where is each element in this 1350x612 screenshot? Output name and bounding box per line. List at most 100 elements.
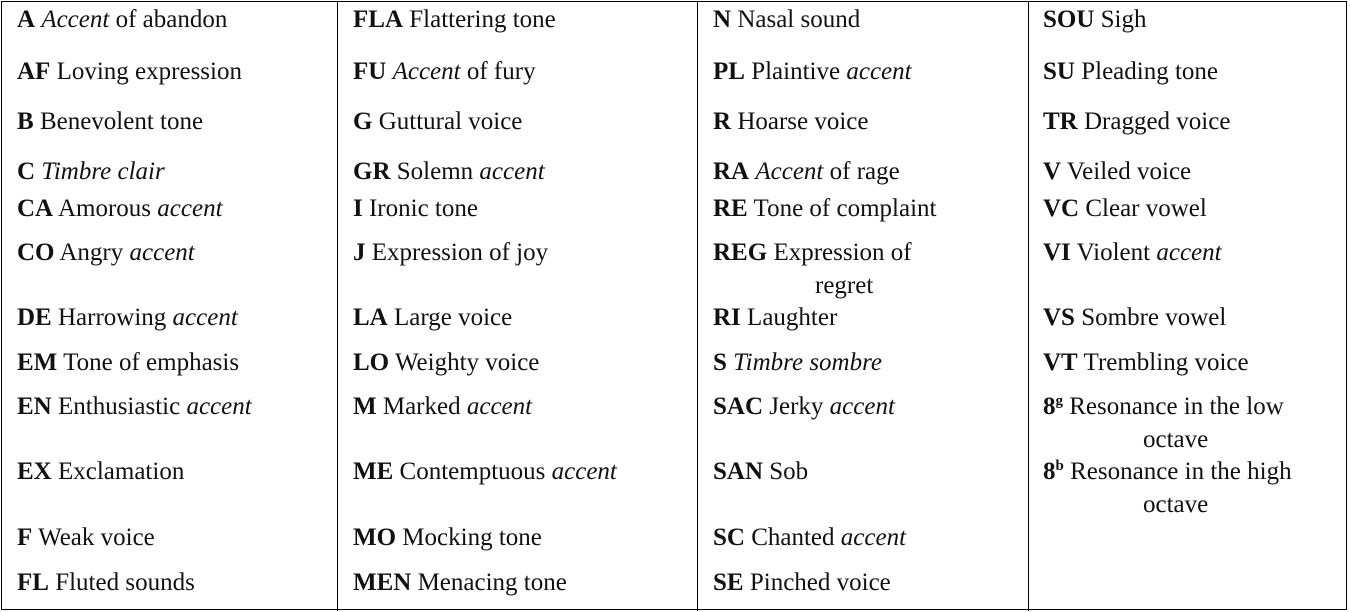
entry-line: MEN Menacing tone <box>353 569 567 596</box>
abbreviation-code: EM <box>17 349 58 376</box>
entry: LO Weighty voice <box>353 346 539 379</box>
entry: VC Clear vowel <box>1043 192 1207 225</box>
entry: SU Pleading tone <box>1043 55 1218 88</box>
description-text: Jerky <box>769 393 830 420</box>
abbreviation-code: MO <box>353 524 397 551</box>
entry-line: N Nasal sound <box>713 6 860 33</box>
entry-line: EX Exclamation <box>17 458 184 485</box>
entry-line: CO Angry accent <box>17 239 195 266</box>
description-continuation: octave <box>1143 426 1209 453</box>
entry-line: F Weak voice <box>17 524 155 551</box>
description-text: Mocking tone <box>402 524 542 551</box>
description-text: of rage <box>823 158 900 185</box>
abbreviation-code: EN <box>17 393 52 420</box>
italic-term: accent <box>551 458 617 485</box>
entry: B Benevolent tone <box>17 105 203 138</box>
abbreviation-code: VS <box>1043 304 1075 331</box>
abbreviation-code: S <box>713 349 727 376</box>
abbreviation-code: VC <box>1043 195 1080 222</box>
italic-term: accent <box>157 195 223 222</box>
entry-line: G Guttural voice <box>353 108 522 135</box>
entry-line: LA Large voice <box>353 304 512 331</box>
description-text: Tone of complaint <box>753 195 937 222</box>
italic-term: accent <box>846 58 912 85</box>
entry: VT Trembling voice <box>1043 346 1249 379</box>
entry: SOU Sigh <box>1043 3 1147 36</box>
description-continuation: regret <box>815 272 874 299</box>
entry-line: R Hoarse voice <box>713 108 869 135</box>
entry-line: 8b Resonance in the high <box>1043 458 1292 485</box>
abbreviation-code: SAC <box>713 393 764 420</box>
entry: GR Solemn accent <box>353 155 545 188</box>
abbreviation-code: VI <box>1043 239 1071 266</box>
description-text: Enthusiastic <box>57 393 187 420</box>
abbreviation-code: LA <box>353 304 388 331</box>
description-text: Pinched voice <box>749 569 891 596</box>
description-continuation: octave <box>1143 491 1209 518</box>
abbreviation-code: AF <box>17 58 51 85</box>
abbreviation-code: ME <box>353 458 394 485</box>
abbreviation-code: RE <box>713 195 748 222</box>
abbreviation-code: J <box>353 239 366 266</box>
abbreviation-code: CA <box>17 195 54 222</box>
entry-line: I Ironic tone <box>353 195 478 222</box>
italic-term: Timbre sombre <box>733 349 883 376</box>
entry-line: GR Solemn accent <box>353 158 545 185</box>
entry: CO Angry accent <box>17 236 195 269</box>
abbreviation-code: A <box>17 6 36 33</box>
entry-line: J Expression of joy <box>353 239 548 266</box>
abbreviation-code: I <box>353 195 363 222</box>
entry-line: ME Contemptuous accent <box>353 458 617 485</box>
entry: A Accent of abandon <box>17 3 227 36</box>
abbreviation-code: V <box>1043 158 1062 185</box>
entry: RA Accent of rage <box>713 155 900 188</box>
entry: RI Laughter <box>713 301 837 334</box>
italic-term: Accent <box>392 58 461 85</box>
description-text: Sigh <box>1100 6 1147 33</box>
description-text: Sombre vowel <box>1081 304 1227 331</box>
description-text: Hoarse voice <box>737 108 869 135</box>
abbreviation-code: F <box>17 524 33 551</box>
entry: EN Enthusiastic accent <box>17 390 252 423</box>
description-text: Harrowing <box>57 304 173 331</box>
entry: N Nasal sound <box>713 3 860 36</box>
entry-line: RE Tone of complaint <box>713 195 936 222</box>
entry-line: FL Fluted sounds <box>17 569 195 596</box>
description-text: Solemn <box>396 158 480 185</box>
italic-term: accent <box>1156 239 1222 266</box>
entry: S Timbre sombre <box>713 346 882 379</box>
description-text: Marked <box>382 393 467 420</box>
description-text: Clear vowel <box>1085 195 1207 222</box>
italic-term: Timbre clair <box>41 158 165 185</box>
italic-term: accent <box>466 393 533 420</box>
entry-line: FLA Flattering tone <box>353 6 556 33</box>
description-text: of abandon <box>109 6 228 33</box>
description-text: Sob <box>769 458 809 485</box>
abbreviation-code: C <box>17 158 36 185</box>
abbreviation-code: RI <box>713 304 741 331</box>
entry: DE Harrowing accent <box>17 301 238 334</box>
entry: FL Fluted sounds <box>17 566 195 599</box>
description-text: Trembling voice <box>1083 349 1249 376</box>
description-text: Menacing tone <box>417 569 567 596</box>
entry-line: EM Tone of emphasis <box>17 349 239 376</box>
description-text: Loving expression <box>56 58 242 85</box>
description-text: Large voice <box>393 304 513 331</box>
entry: FLA Flattering tone <box>353 3 556 36</box>
entry: PL Plaintive accent <box>713 55 912 88</box>
entry: M Marked accent <box>353 390 532 423</box>
description-text: Amorous <box>57 195 158 222</box>
entry-line: SE Pinched voice <box>713 569 891 596</box>
entry: SAC Jerky accent <box>713 390 895 423</box>
entry-line: SC Chanted accent <box>713 524 906 551</box>
entry: RE Tone of complaint <box>713 192 936 225</box>
column-divider <box>697 1 698 611</box>
italic-term: accent <box>479 158 545 185</box>
entry: F Weak voice <box>17 521 155 554</box>
code-superscript: b <box>1055 458 1064 474</box>
description-text: Exclamation <box>57 458 185 485</box>
description-text: Flattering tone <box>409 6 556 33</box>
description-text: Guttural voice <box>378 108 523 135</box>
